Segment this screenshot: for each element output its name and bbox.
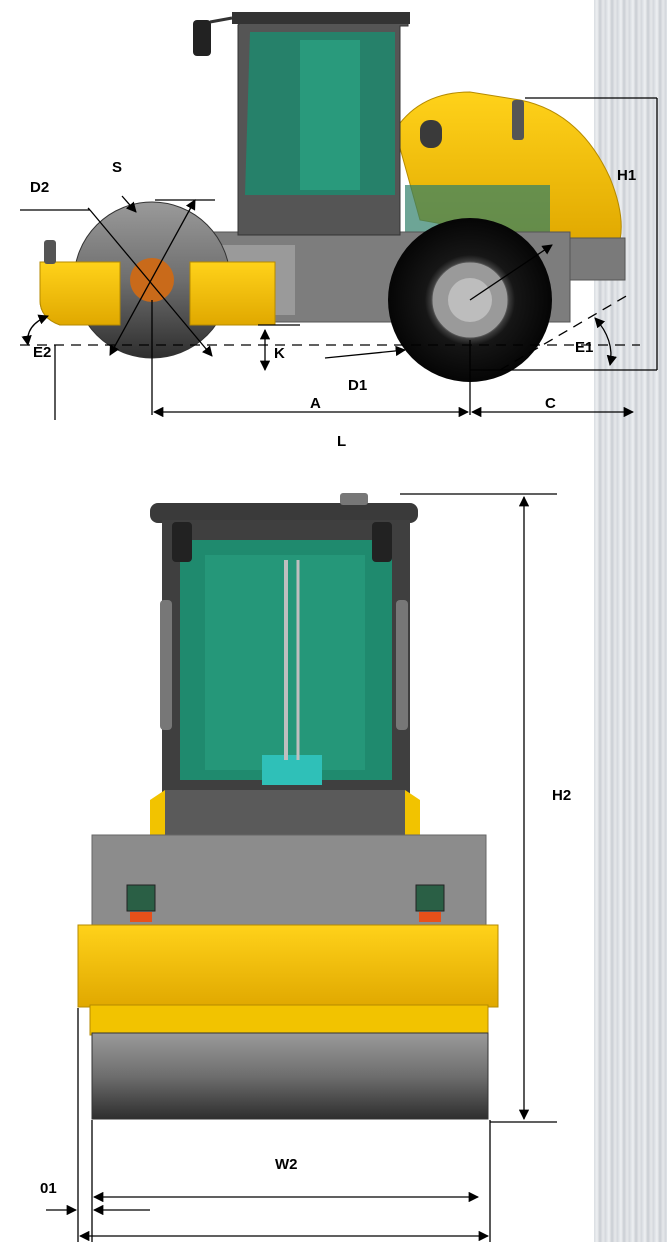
- label-e2: E2: [33, 344, 51, 361]
- label-01: 01: [40, 1180, 57, 1197]
- label-h1: H1: [617, 167, 636, 184]
- label-e1: E1: [575, 339, 593, 356]
- label-d1: D1: [348, 377, 367, 394]
- label-a: A: [310, 395, 321, 412]
- label-d2: D2: [30, 179, 49, 196]
- front-view-machine: [77, 493, 499, 1120]
- label-s: S: [112, 159, 122, 176]
- front-view-labels: H2 W2 01: [40, 787, 571, 1197]
- side-view-dimensions: [20, 97, 658, 420]
- label-w2: W2: [275, 1156, 298, 1173]
- label-l: L: [337, 433, 346, 450]
- label-k: K: [274, 345, 285, 362]
- side-view-labels: S D2 H1 E2 K E1 D1 A C L: [30, 159, 636, 450]
- label-h2: H2: [552, 787, 571, 804]
- side-view-machine: [39, 12, 626, 382]
- label-c: C: [545, 395, 556, 412]
- front-view-dimensions: [46, 493, 557, 1242]
